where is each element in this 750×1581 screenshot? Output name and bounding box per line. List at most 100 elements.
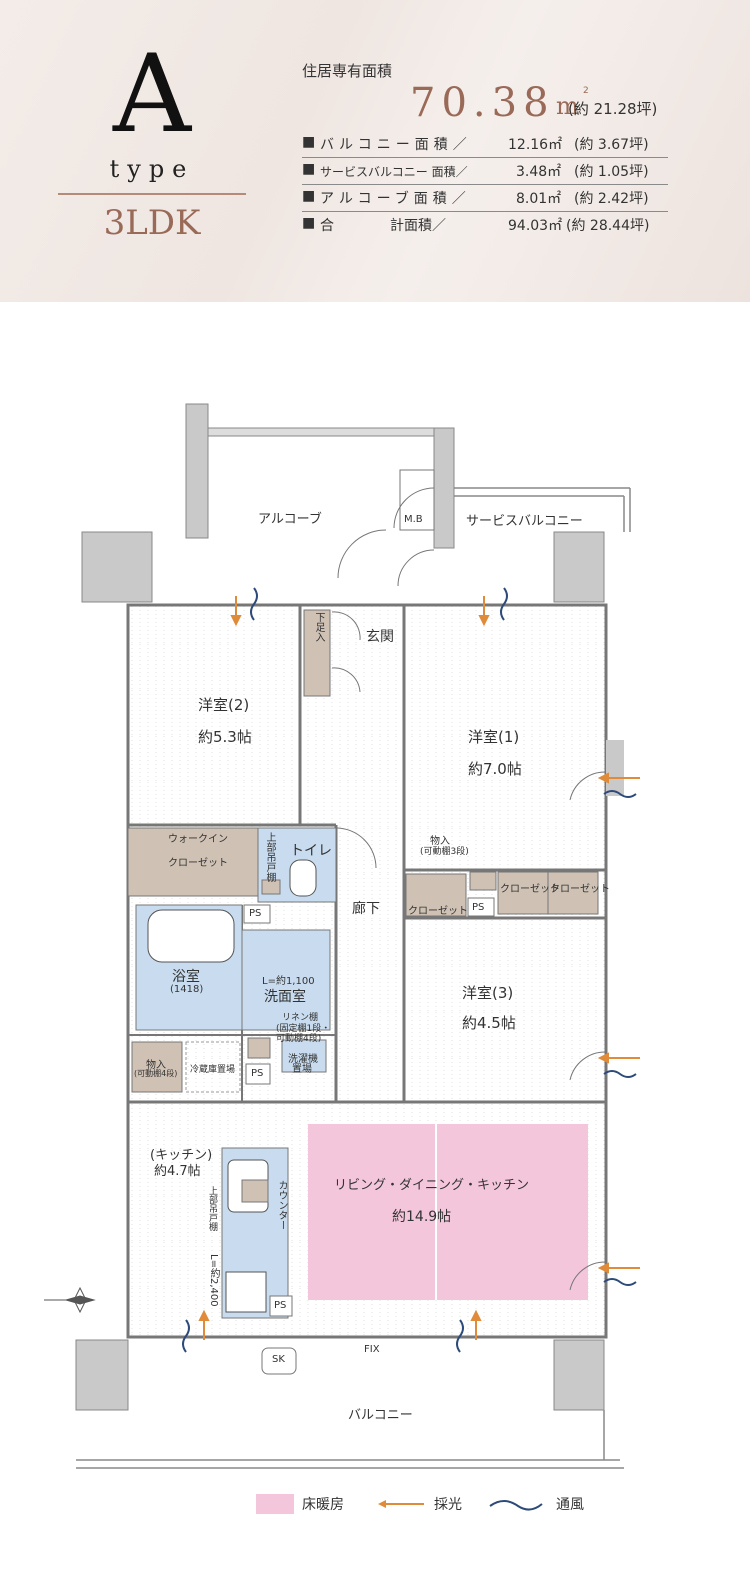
entry-door-arc (397, 549, 435, 587)
bath-label: 浴室 (172, 969, 200, 985)
type-letter: A (113, 32, 191, 157)
kitchen-upper-cabinet-label: 上部吊戸棚 (207, 1186, 217, 1231)
legend-daylight: 採光 (434, 1497, 462, 1513)
washroom (241, 929, 331, 1031)
washroom-label: 洗面室 (264, 989, 306, 1005)
alcove-wall-left (185, 403, 209, 539)
closet-room3 (405, 873, 467, 917)
toilet-bowl (289, 859, 317, 897)
column-bottom-right (553, 1339, 605, 1411)
linen-label-3: 可動棚4段) (276, 1034, 322, 1044)
layout-name: 3LDK (103, 203, 201, 243)
ldk-size: 約14.9帖 (392, 1209, 452, 1225)
column-top-right (553, 531, 605, 603)
stove (225, 1271, 267, 1313)
legend-floor-heating-swatch (256, 1494, 294, 1514)
linen-label-1: リネン棚 (282, 1013, 319, 1023)
bath-size: (1418) (170, 984, 204, 995)
alcove-wall-top (207, 427, 441, 437)
ps-box (245, 1063, 271, 1085)
ps-label: PS (472, 902, 485, 913)
linen-shelf (247, 1037, 271, 1059)
storage-b-detail: (可動棚4段) (134, 1069, 178, 1078)
row-value: 94.03㎡ (508, 218, 563, 234)
alcove-wall-right (433, 427, 455, 549)
exclusive-area-label: 住居専有面積 (302, 62, 393, 80)
row-tsubo: (約 28.44坪) (566, 218, 650, 234)
fix-window-label: FIX (364, 1344, 380, 1355)
window-arc (569, 1051, 607, 1081)
kitchen-size: 約4.7帖 (154, 1164, 201, 1179)
closet-label-3: クローゼット (408, 906, 468, 917)
walkin-label-2: クローゼット (168, 858, 228, 869)
counter-label: カウンター (276, 1180, 287, 1230)
storage-a (469, 871, 497, 891)
ps-label: PS (251, 1068, 264, 1079)
balcony-label: バルコニー (348, 1408, 413, 1423)
closet-room1 (497, 871, 549, 915)
storage-a-detail: (可動棚3段) (420, 847, 469, 857)
washer-label-2: 置場 (292, 1064, 312, 1075)
column-top-left (81, 531, 153, 603)
mb-door-arc (393, 487, 435, 529)
row-name: 合 計面積／ (320, 218, 446, 234)
slop-sink (261, 1347, 297, 1375)
room3-name: 洋室(3) (462, 984, 514, 1002)
toilet-sink (261, 879, 281, 895)
row-name: サービスバルコニー 面積／ (320, 165, 468, 179)
row-separator (302, 184, 668, 185)
window-arc (569, 771, 607, 801)
toilet-upper-cabinet-label: 上部吊戸棚 (264, 832, 275, 882)
ventilation-waves (182, 587, 637, 1353)
plan-header: A type 3LDK 住居専有面積 70.38 m 2 (約 21.28坪) … (0, 0, 750, 302)
entry-door-arc (337, 529, 387, 579)
legend-daylight-arrow-icon (378, 1500, 424, 1508)
room1-size: 約7.0帖 (468, 760, 522, 778)
row-bullet: ■ (302, 134, 316, 150)
washer-space (281, 1039, 327, 1073)
window-arc (569, 1261, 607, 1291)
room1-name: 洋室(1) (468, 728, 520, 746)
room2-size: 約5.3帖 (198, 728, 252, 746)
ps-box (243, 904, 271, 924)
hallway-label: 廊下 (352, 901, 380, 917)
kitchen-upper-cabinet (241, 1179, 269, 1203)
kitchen-name: (キッチン) (150, 1148, 213, 1163)
row-tsubo: (約 2.42坪) (574, 191, 649, 207)
daylight-arrows (198, 596, 640, 1340)
ps-label: PS (249, 908, 262, 919)
ldk-name: リビング・ダイニング・キッチン (334, 1178, 530, 1193)
row-name: アルコーブ面積／ (320, 191, 471, 207)
legend-ventilation-wave-icon (489, 1500, 543, 1511)
row-value: 12.16㎡ (508, 137, 563, 153)
column-side (606, 740, 624, 796)
walk-in-closet (127, 827, 259, 897)
ps-box (269, 1295, 293, 1317)
toilet-label: トイレ (290, 843, 332, 859)
storage-a-label: 物入 (430, 836, 450, 847)
bathtub (147, 909, 235, 963)
compass-icon (44, 1286, 96, 1314)
exclusive-area-unit: m (556, 92, 579, 120)
column-bottom-left (75, 1339, 129, 1411)
alcove-label: アルコーブ (258, 512, 322, 527)
linen-label-2: (固定棚1段・ (276, 1024, 331, 1034)
closet-label-1: クローゼット (500, 884, 560, 895)
shoe-cabinet (303, 609, 331, 697)
legend-ventilation: 通風 (556, 1497, 584, 1513)
service-balcony-label: サービスバルコニー (466, 514, 583, 529)
exclusive-area-tsubo: (約 21.28坪) (568, 100, 658, 118)
closet-room1 (547, 871, 599, 915)
type-divider (58, 193, 246, 195)
entrance-label: 玄関 (366, 629, 394, 645)
exclusive-area-unit-sup: 2 (583, 86, 589, 96)
legend-floor-heating: 床暖房 (302, 1497, 344, 1513)
row-bullet: ■ (302, 215, 316, 231)
type-word: type (109, 155, 195, 183)
basin-width: L=約1,100 (262, 976, 315, 987)
closet-label-2: クローゼット (550, 884, 610, 895)
storage-b-label: 物入 (146, 1060, 166, 1071)
slop-sink-label: SK (272, 1354, 285, 1365)
row-value: 8.01㎡ (516, 191, 562, 207)
walkin-label-1: ウォークイン (168, 834, 228, 845)
